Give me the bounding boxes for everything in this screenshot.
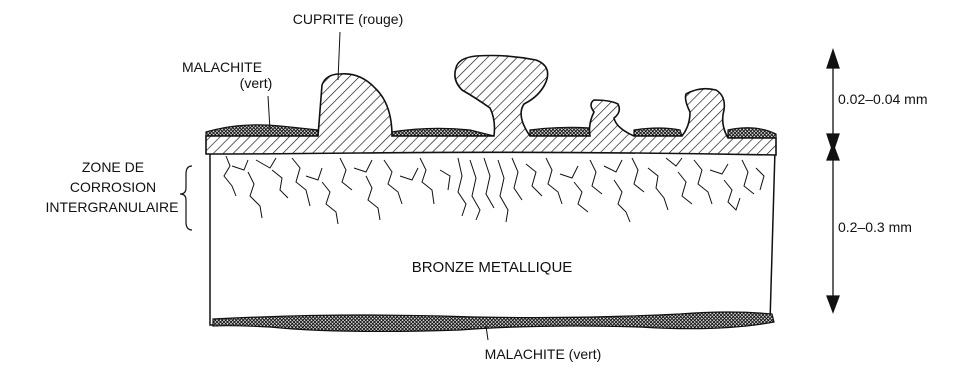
zone-brace <box>180 166 192 230</box>
malachite-bottom-label: MALACHITE (vert) <box>485 346 602 362</box>
zone-label-line3: INTERGRANULAIRE <box>45 199 178 215</box>
zone-label-line2: CORROSION <box>70 179 156 195</box>
bronze-body <box>210 150 775 325</box>
dimension-arrows <box>827 50 839 312</box>
malachite-top-color: (vert) <box>240 75 273 91</box>
malachite-top-label: MALACHITE <box>182 59 262 75</box>
outer-dimension-label: 0.02–0.04 mm <box>838 91 928 107</box>
bronze-label: BRONZE METALLIQUE <box>412 259 573 276</box>
cuprite-layer <box>206 56 776 156</box>
inner-dimension-label: 0.2–0.3 mm <box>838 219 912 235</box>
cuprite-label: CUPRITE (rouge) <box>293 11 403 27</box>
zone-label-line1: ZONE DE <box>82 159 144 175</box>
